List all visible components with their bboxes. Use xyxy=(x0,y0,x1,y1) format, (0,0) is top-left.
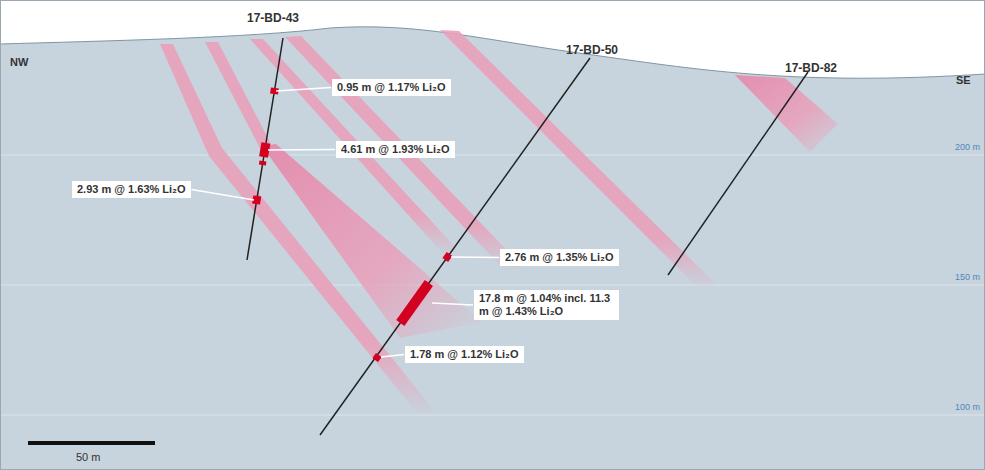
assay-text: 2.93 m @ 1.63% Li₂O xyxy=(77,183,186,196)
intercepts xyxy=(256,88,450,360)
elevation-label: 200 m xyxy=(955,142,980,152)
leader-line xyxy=(381,355,404,358)
assay-text: 0.95 m @ 1.17% Li₂O xyxy=(337,81,446,94)
scale-bar xyxy=(28,441,155,445)
assay-callout: 1.78 m @ 1.12% Li₂O xyxy=(405,346,524,363)
drill-hole-name: 17-BD-50 xyxy=(566,43,618,57)
assay-callout: 2.76 m @ 1.35% Li₂O xyxy=(500,249,619,266)
elevation-label: 100 m xyxy=(955,402,980,412)
scale-label: 50 m xyxy=(76,451,100,463)
leader-line xyxy=(268,149,335,151)
assay-text: 17.8 m @ 1.04% incl. 11.3 m @ 1.43% Li₂O xyxy=(479,292,614,318)
ground xyxy=(0,27,985,470)
elevation-label: 150 m xyxy=(955,272,980,282)
assay-text: 2.76 m @ 1.35% Li₂O xyxy=(505,251,614,264)
assay-text: 4.61 m @ 1.93% Li₂O xyxy=(341,143,450,156)
leader-line xyxy=(432,303,473,305)
pegmatite-dykes xyxy=(160,30,838,418)
drill-hole-name: 17-BD-82 xyxy=(785,61,837,75)
leader-line xyxy=(192,190,254,201)
assay-text: 1.78 m @ 1.12% Li₂O xyxy=(410,348,519,361)
leader-line xyxy=(276,88,331,92)
drill-holes xyxy=(247,38,808,435)
assay-callout: 2.93 m @ 1.63% Li₂O xyxy=(72,181,191,198)
leader-line xyxy=(451,256,499,258)
assay-callout: 17.8 m @ 1.04% incl. 11.3 m @ 1.43% Li₂O xyxy=(474,290,619,320)
direction-label: NW xyxy=(10,56,28,68)
drill-hole-name: 17-BD-43 xyxy=(247,11,299,25)
assay-callout: 4.61 m @ 1.93% Li₂O xyxy=(336,141,455,158)
assay-callout: 0.95 m @ 1.17% Li₂O xyxy=(332,79,451,96)
direction-label: SE xyxy=(956,74,971,86)
